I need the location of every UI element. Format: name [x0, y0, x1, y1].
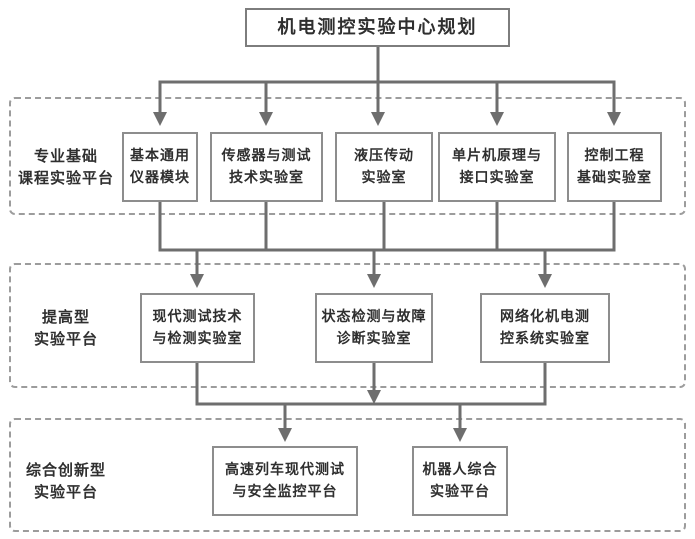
arrowheads: [153, 112, 621, 442]
node-mcu-interface-lab: 单片机原理与 接口实验室: [438, 132, 556, 202]
node-control-engineering-lab: 控制工程 基础实验室: [567, 132, 662, 202]
node-sensor-testing-lab: 传感器与测试 技术实验室: [210, 132, 323, 202]
root-node-title: 机电测控实验中心规划: [245, 8, 510, 47]
tier-frame-advanced: [9, 263, 686, 388]
node-modern-testing-detection-lab: 现代测试技术 与检测实验室: [140, 293, 255, 363]
node-robot-platform: 机器人综合 实验平台: [412, 446, 508, 516]
tier-frame-basic: [9, 97, 686, 215]
tier-label-innovative: 综合创新型 实验平台: [25, 461, 106, 501]
node-hydraulic-transmission-lab: 液压传动 实验室: [335, 132, 433, 202]
tier-frame-innovative: [9, 418, 686, 532]
node-high-speed-train-platform: 高速列车现代测试 与安全监控平台: [212, 446, 358, 516]
node-condition-monitoring-fault-lab: 状态检测与故障 诊断实验室: [315, 293, 433, 363]
node-basic-instrument-module: 基本通用 仪器模块: [122, 132, 198, 202]
node-networked-mechatronic-lab: 网络化机电测 控系统实验室: [480, 293, 610, 363]
tier-label-basic: 专业基础 课程实验平台: [17, 147, 114, 187]
tier-label-advanced: 提高型 实验平台: [33, 308, 98, 348]
